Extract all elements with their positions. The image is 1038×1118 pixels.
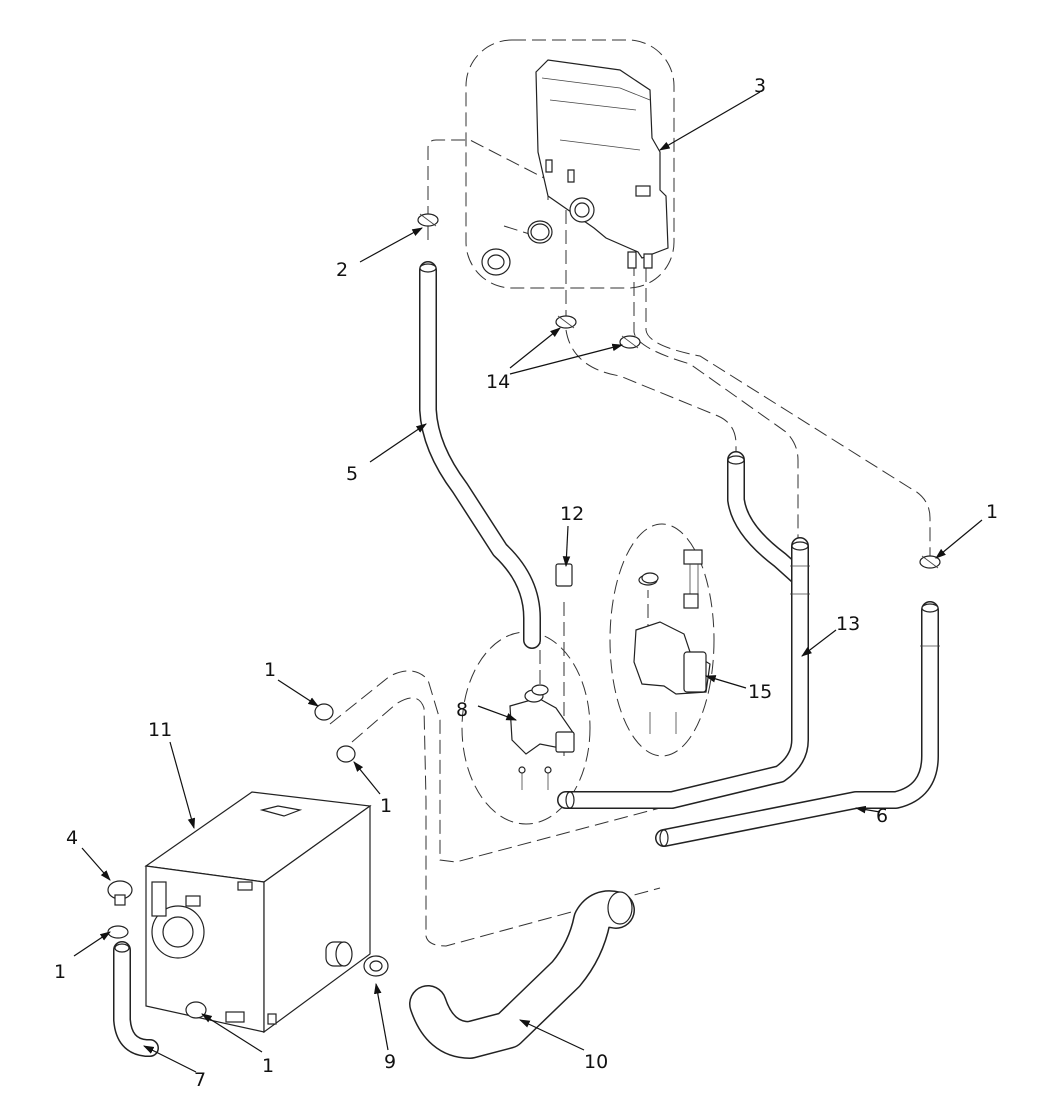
dispenser-housing xyxy=(535,59,669,269)
callout-1-tank-side: 1 xyxy=(380,795,392,817)
callout-8: 8 xyxy=(456,699,468,721)
leader-lines xyxy=(73,91,983,1073)
hose-6 xyxy=(655,601,940,847)
tank xyxy=(144,791,372,1034)
dispenser-group-outline xyxy=(465,39,675,289)
connection-lines xyxy=(329,139,931,947)
callout-15: 15 xyxy=(748,681,772,703)
callout-5: 5 xyxy=(346,463,358,485)
callout-4: 4 xyxy=(66,827,78,849)
hose-10 xyxy=(409,890,635,1059)
clamp-9 xyxy=(363,955,389,977)
connector-12 xyxy=(555,563,573,587)
callout-1-left: 1 xyxy=(54,961,66,983)
callout-10: 10 xyxy=(584,1051,608,1073)
callout-7: 7 xyxy=(194,1069,206,1091)
callout-14: 14 xyxy=(486,371,510,393)
nut xyxy=(481,248,511,276)
hose-13 xyxy=(557,451,810,809)
knob xyxy=(107,880,133,906)
clamp-valve-8 xyxy=(531,684,549,696)
callout-6: 6 xyxy=(876,805,888,827)
clamp-1-right xyxy=(919,555,941,569)
tank-outlet xyxy=(325,941,353,967)
clamp-1-bottom xyxy=(185,1001,207,1019)
o-ring xyxy=(527,220,553,244)
clamp-2 xyxy=(417,213,439,227)
valve-15 xyxy=(633,549,711,734)
callout-13: 13 xyxy=(836,613,860,635)
callout-12: 12 xyxy=(560,503,584,525)
callout-1-bottom: 1 xyxy=(262,1055,274,1077)
callout-1-right: 1 xyxy=(986,501,998,523)
callout-2: 2 xyxy=(336,259,348,281)
clamp-14b xyxy=(619,335,641,349)
callout-1-tank-top: 1 xyxy=(264,659,276,681)
valve-15-group-outline xyxy=(609,523,715,757)
clamp-1-tank-b xyxy=(336,745,356,763)
clamp-1-tank-a xyxy=(314,703,334,721)
callout-9: 9 xyxy=(384,1051,396,1073)
callout-3: 3 xyxy=(754,75,766,97)
callout-11: 11 xyxy=(148,719,172,741)
clamp-1-left xyxy=(107,925,129,939)
hose-7 xyxy=(113,941,159,1057)
callout-labels: 3 2 14 5 12 1 1 1 8 11 13 15 6 4 1 7 1 9… xyxy=(54,75,998,1091)
hose-5 xyxy=(419,261,541,649)
clamp-valve-15 xyxy=(641,572,659,584)
clamp-14a xyxy=(555,315,577,329)
